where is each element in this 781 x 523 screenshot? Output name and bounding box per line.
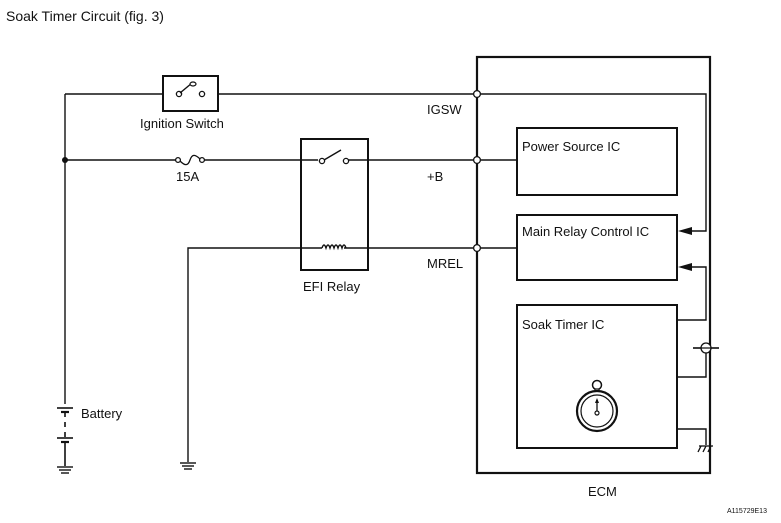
soak-timer-power-wire: [677, 352, 707, 378]
figure-code: A115729E13: [727, 508, 767, 515]
efi-relay-label: EFI Relay: [303, 279, 361, 294]
main-relay-control-ic: [516, 214, 678, 281]
diagram-title: Soak Timer Circuit (fig. 3): [6, 8, 164, 24]
b-terminal: [472, 155, 482, 165]
igsw-arrow-icon: [678, 227, 692, 235]
soak-timer-output-wire: [677, 266, 707, 321]
battery-icon: [57, 407, 73, 466]
fuse-15a: [174, 154, 206, 166]
ignition-switch-label: Ignition Switch: [140, 116, 224, 131]
ecm-label: ECM: [588, 484, 617, 499]
igsw-terminal: [472, 89, 482, 99]
relay-ground-icon: [180, 462, 196, 470]
ecm-ground-icon: [697, 445, 713, 453]
power-source-ic-label: Power Source IC: [522, 139, 620, 154]
igsw-terminal-label: IGSW: [427, 102, 462, 117]
b-terminal-label: +B: [427, 169, 443, 184]
efi-relay: [300, 138, 369, 271]
mrel-terminal-label: MREL: [427, 256, 463, 271]
soak-timer-ic-label: Soak Timer IC: [522, 317, 604, 332]
soak-timer-arrow-icon: [678, 263, 692, 271]
relay-coil-ground-wire: [187, 247, 322, 462]
ignition-switch: [162, 75, 219, 112]
battery-ground-icon: [57, 466, 73, 474]
soak-timer-ground-wire: [677, 428, 707, 445]
igsw-internal-wire: [481, 93, 707, 232]
stopwatch-icon: [575, 379, 619, 433]
relay-coil-icon: [321, 244, 347, 251]
mrel-terminal: [472, 243, 482, 253]
fuse-label: 15A: [176, 169, 199, 184]
wire-junction: [62, 157, 68, 163]
power-source-ic: [516, 127, 678, 196]
battery-label: Battery: [81, 406, 123, 421]
main-relay-control-ic-label: Main Relay Control IC: [522, 224, 649, 239]
ecm-box: [475, 55, 712, 475]
